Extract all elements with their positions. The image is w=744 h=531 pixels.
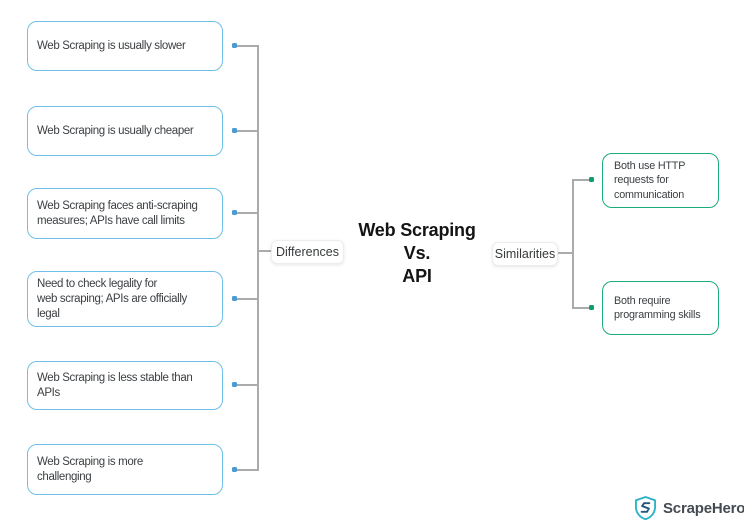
connector-dot [232, 128, 237, 133]
title-line-3: API [402, 266, 432, 286]
connector-dot [232, 467, 237, 472]
similarity-node-http: Both use HTTP requests for communication [602, 153, 719, 208]
difference-node-cheaper: Web Scraping is usually cheaper [27, 106, 223, 156]
differences-label: Differences [271, 240, 344, 264]
connector-dot [232, 296, 237, 301]
connector-line [237, 469, 257, 471]
difference-node-legality: Need to check legality for web scraping;… [27, 271, 223, 327]
connector-dot [589, 305, 594, 310]
title-line-1: Web Scraping [358, 220, 476, 240]
difference-node-challenging: Web Scraping is more challenging [27, 444, 223, 495]
scrapehero-logo: ScrapeHero [634, 495, 744, 521]
connector-line [237, 298, 257, 300]
connector-line [237, 130, 257, 132]
connector-line [558, 252, 572, 254]
difference-node-anti-scraping: Web Scraping faces anti-scraping measure… [27, 188, 223, 239]
title-line-2: Vs. [403, 243, 431, 263]
similarity-node-programming: Both require programming skills [602, 281, 719, 335]
connector-dot [232, 382, 237, 387]
scrapehero-wordmark: ScrapeHero [663, 499, 744, 517]
diagram-title: Web Scraping Vs. API [337, 219, 497, 288]
connector-line [572, 179, 589, 181]
difference-node-stability: Web Scraping is less stable than APIs [27, 361, 223, 410]
connector-line [257, 250, 271, 252]
shield-icon [634, 496, 657, 521]
connector-line [237, 45, 257, 47]
connector-line [237, 212, 257, 214]
connector-line [572, 307, 589, 309]
connector-dot [589, 177, 594, 182]
similarities-trunk-line [572, 179, 574, 308]
differences-trunk-line [257, 45, 259, 471]
connector-dot [232, 210, 237, 215]
connector-dot [232, 43, 237, 48]
connector-line [237, 384, 257, 386]
similarities-label: Similarities [492, 242, 558, 266]
difference-node-slower: Web Scraping is usually slower [27, 21, 223, 71]
